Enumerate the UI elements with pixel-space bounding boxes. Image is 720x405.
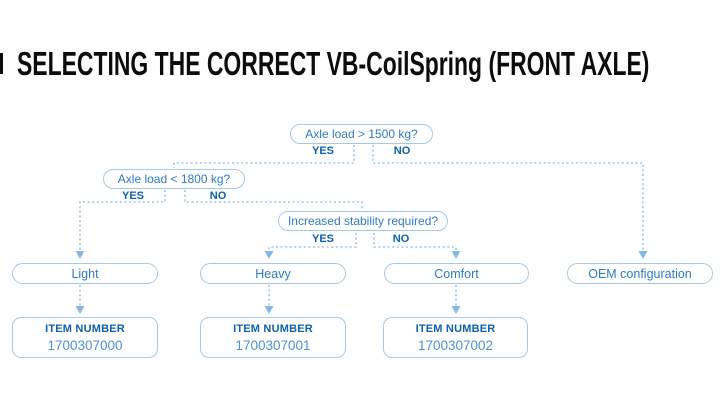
- left-edge-crop-artifact: [0, 53, 3, 74]
- outcome-light: Light: [12, 263, 158, 284]
- edge-d3-yes: [268, 233, 357, 251]
- item-number-box-light: ITEM NUMBER 1700307000: [12, 317, 158, 358]
- edge-d2-yes: [79, 190, 166, 251]
- arrow-down-icon: [264, 251, 274, 259]
- decision-axle-load-1800: Axle load < 1800 kg?: [103, 169, 245, 189]
- item-number-value: 1700307002: [417, 338, 494, 353]
- item-number-heading: ITEM NUMBER: [45, 323, 125, 335]
- item-number-value: 1700307000: [47, 338, 123, 353]
- arrow-down-icon: [75, 251, 85, 259]
- page-title: SELECTING THE CORRECT VB-CoilSpring (FRO…: [17, 45, 650, 82]
- edge-d2-no: [184, 190, 363, 210]
- branch-label-yes: YES: [311, 233, 334, 245]
- decision-axle-load-1500: Axle load > 1500 kg?: [290, 124, 433, 144]
- edge-d1-no: [372, 145, 644, 251]
- branch-label-no: NO: [209, 190, 227, 202]
- arrow-down-icon: [75, 306, 85, 314]
- branch-label-yes: YES: [121, 190, 144, 202]
- branch-label-no: NO: [392, 233, 410, 245]
- outcome-heavy: Heavy: [200, 263, 346, 284]
- arrow-down-icon: [264, 306, 274, 314]
- decision-increased-stability: Increased stability required?: [278, 211, 448, 231]
- item-number-heading: ITEM NUMBER: [233, 323, 313, 335]
- arrow-down-icon: [451, 251, 461, 259]
- edge-d3-no: [373, 233, 457, 251]
- item-number-value: 1700307001: [235, 338, 311, 353]
- outcome-oem-configuration: OEM configuration: [567, 263, 713, 284]
- item-number-box-heavy: ITEM NUMBER 1700307001: [200, 317, 346, 358]
- arrow-down-icon: [638, 251, 648, 259]
- branch-label-yes: YES: [311, 145, 334, 157]
- item-number-box-comfort: ITEM NUMBER 1700307002: [383, 317, 528, 358]
- branch-label-no: NO: [393, 145, 411, 157]
- outcome-comfort: Comfort: [384, 263, 529, 284]
- arrow-down-icon: [451, 306, 461, 314]
- item-number-heading: ITEM NUMBER: [415, 323, 496, 335]
